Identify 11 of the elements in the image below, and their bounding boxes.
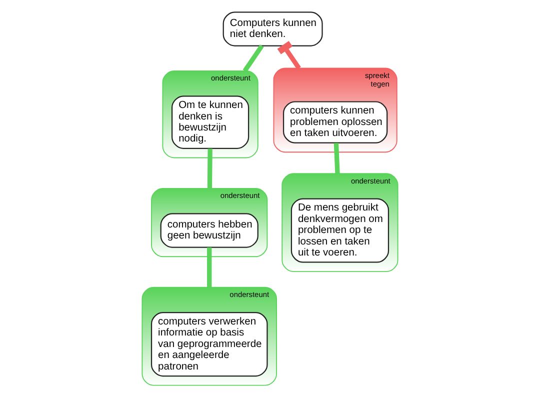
connector <box>207 247 212 288</box>
node-box: computers hebben geen bewustzijn <box>160 213 258 248</box>
node-box: De mens gebruikt denkvermogen om problemen op te lossen en taken uit te voeren. <box>290 198 390 263</box>
connector <box>334 142 340 174</box>
node-box: computers kunnen problemen oplossen en taken uitvoeren. <box>282 101 388 144</box>
connector <box>242 44 264 72</box>
node-box: Om te kunnen denken is bewustzijn nodig. <box>171 96 250 149</box>
node-box: computers verwerken informatie op basis van geprogrammeerde en aangeleerde patronen <box>150 312 268 377</box>
connector <box>277 40 301 70</box>
connector <box>207 148 212 189</box>
node-box: Computers kunnen niet denken. <box>222 12 323 46</box>
